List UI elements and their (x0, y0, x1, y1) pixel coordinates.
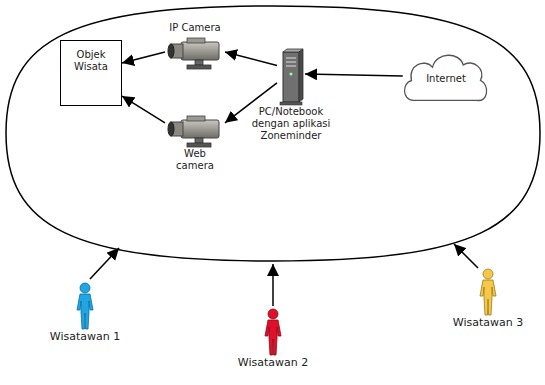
camera-node: IP Camera (160, 22, 230, 70)
node-label: Web camera (172, 148, 218, 172)
area-outline (6, 6, 540, 261)
server-icon (277, 48, 305, 106)
person-icon (261, 308, 285, 356)
visitor-figure: Wisatawan 2 (225, 308, 321, 369)
object-box: Objek Wisata (60, 40, 122, 106)
visitor-figure: Wisatawan 1 (40, 282, 130, 343)
node-label: IP Camera (160, 22, 230, 34)
arrow-connector (122, 96, 165, 123)
arrow-connector (225, 52, 277, 65)
camera-icon (165, 112, 225, 148)
server-node: PC/Notebook dengan aplikasi Zoneminder (245, 48, 337, 142)
node-label: Wisatawan 3 (440, 316, 536, 329)
camera-node: Web camera (160, 112, 230, 172)
visitor-arrow (454, 244, 478, 268)
person-icon (476, 268, 500, 316)
node-label: Wisatawan 2 (225, 356, 321, 369)
node-label: PC/Notebook dengan aplikasi Zoneminder (245, 106, 337, 142)
visitor-arrow (90, 248, 119, 279)
node-label: Objek Wisata (64, 49, 118, 73)
camera-icon (165, 34, 225, 70)
arrow-connector (305, 74, 403, 76)
node-label: Internet (426, 73, 466, 85)
internet-cloud: Internet (400, 45, 492, 107)
node-label: Wisatawan 1 (40, 330, 130, 343)
visitor-arrow (272, 264, 274, 306)
person-icon (73, 282, 97, 330)
visitor-figure: Wisatawan 3 (440, 268, 536, 329)
arrow-connector (122, 52, 165, 63)
